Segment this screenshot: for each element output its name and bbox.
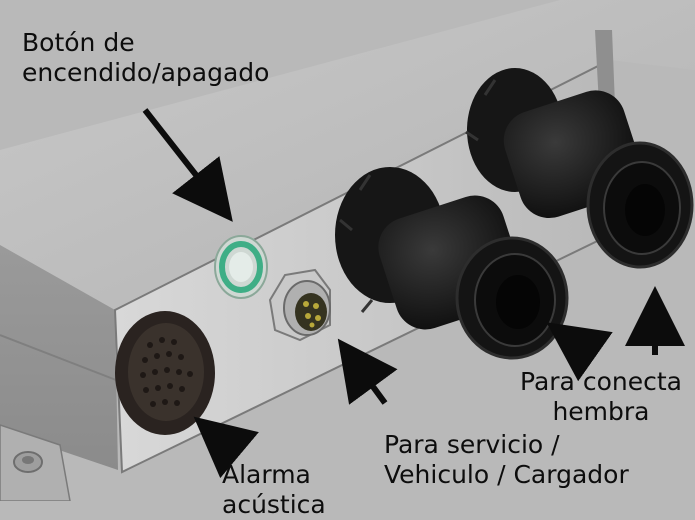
alarm-label: Alarma acústica: [222, 460, 326, 520]
power-button-arrow: [142, 108, 233, 222]
connect-label-line1: Para conecta: [520, 367, 682, 396]
power-button: [214, 235, 268, 299]
service-label-line2: Vehiculo / Cargador: [384, 460, 629, 489]
alarm-label-line1: Alarma: [222, 460, 311, 489]
acoustic-alarm: [115, 311, 215, 435]
service-connector-arrow: [337, 338, 398, 405]
power-button-label-line1: Botón de: [22, 28, 135, 57]
connect-label: Para conecta hembra: [520, 367, 682, 427]
callout-arrows: [142, 108, 685, 479]
service-label: Para servicio / Vehiculo / Cargador: [384, 430, 629, 490]
power-button-label-line2: encendido/apagado: [22, 58, 270, 87]
connect-label-line2: hembra: [552, 397, 650, 426]
enclosure-diagram: [0, 0, 695, 501]
cable-gland-connect: [465, 68, 694, 269]
service-label-line1: Para servicio /: [384, 430, 560, 459]
alarm-arrow: [193, 416, 259, 479]
power-button-label: Botón de encendido/apagado: [22, 28, 269, 88]
alarm-label-line2: acústica: [222, 490, 326, 519]
service-connector: [268, 268, 331, 342]
gland-service-arrow: [546, 322, 613, 382]
cable-gland-service: [335, 167, 569, 360]
